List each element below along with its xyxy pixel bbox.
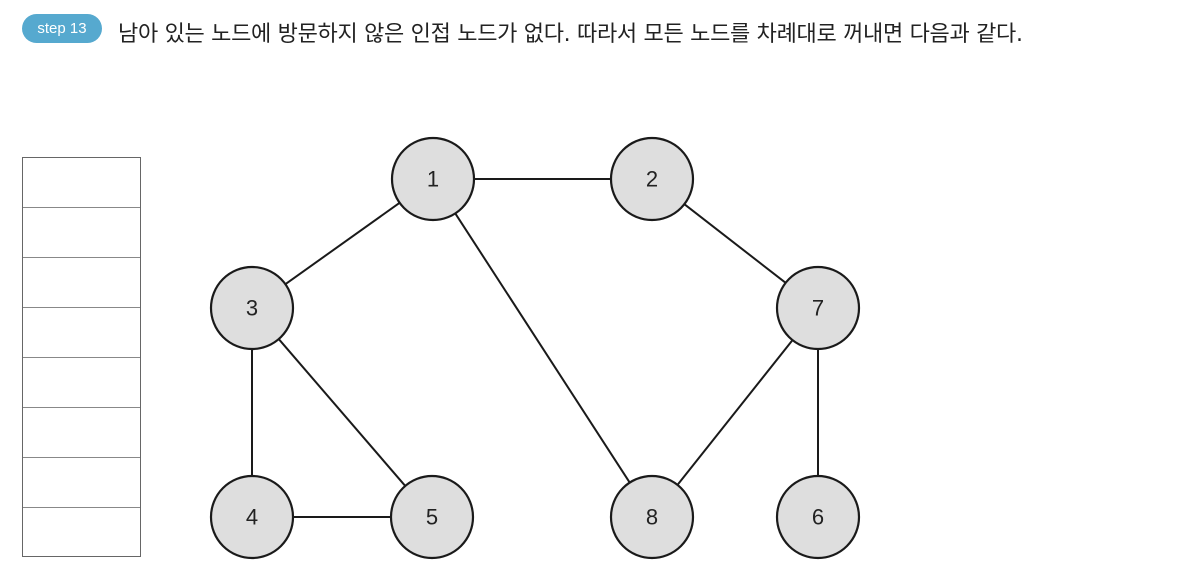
node-circle	[775, 265, 861, 351]
node-label: 6	[812, 505, 824, 530]
node-6: 6	[775, 474, 861, 560]
node-circle	[389, 474, 475, 560]
node-circle	[209, 474, 295, 560]
edge-2-7	[683, 203, 787, 284]
node-circle	[390, 136, 476, 222]
stack-box	[22, 157, 141, 557]
node-3: 3	[209, 265, 295, 351]
edge-3-5	[277, 338, 407, 487]
node-circle	[609, 136, 695, 222]
graph-nodes: 1 2 3 7 4 5 8 6	[209, 136, 861, 560]
node-8: 8	[609, 474, 695, 560]
node-circle	[609, 474, 695, 560]
stack-cell	[23, 158, 140, 208]
step-description: 남아 있는 노드에 방문하지 않은 인접 노드가 없다. 따라서 모든 노드를 …	[118, 22, 1023, 47]
node-label: 1	[427, 167, 439, 192]
node-circle	[209, 265, 295, 351]
node-1: 1	[390, 136, 476, 222]
node-7: 7	[775, 265, 861, 351]
stack-cell	[23, 408, 140, 458]
node-label: 7	[812, 296, 824, 321]
step-badge: step 13	[22, 14, 102, 43]
stack-cell	[23, 458, 140, 508]
node-5: 5	[389, 474, 475, 560]
node-4: 4	[209, 474, 295, 560]
node-label: 3	[246, 296, 258, 321]
node-circle	[775, 474, 861, 560]
edge-1-3	[284, 201, 401, 286]
node-2: 2	[609, 136, 695, 222]
graph-edges	[251, 178, 819, 518]
node-label: 4	[246, 505, 258, 530]
node-label: 2	[646, 167, 658, 192]
stack-cell	[23, 308, 140, 358]
stack-cell	[23, 208, 140, 258]
node-label: 8	[646, 505, 658, 530]
stack-cell	[23, 358, 140, 408]
edge-7-8	[676, 339, 794, 486]
stack-cell	[23, 258, 140, 308]
edge-1-8	[454, 212, 631, 484]
node-label: 5	[426, 505, 438, 530]
